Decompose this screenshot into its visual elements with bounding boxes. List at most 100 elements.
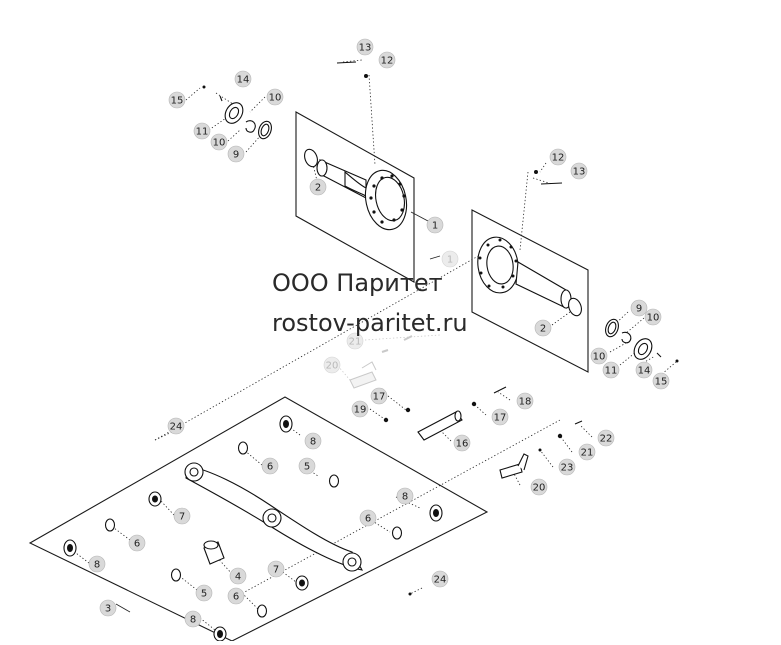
bearings-8 [63, 415, 443, 642]
callout-number: 8 [190, 615, 196, 626]
callout-13: 13 [570, 162, 588, 180]
callout-bubble [396, 487, 414, 505]
callout-number: 12 [552, 153, 565, 164]
callout-number: 23 [561, 463, 574, 474]
callout-4: 4 [229, 567, 247, 585]
callout-9: 9 [227, 145, 245, 163]
callout-13: 13 [356, 38, 374, 56]
callout-bubble [346, 332, 364, 350]
beam-3 [184, 462, 364, 572]
callout-bubble [534, 319, 552, 337]
callout-number: 7 [273, 565, 279, 576]
snap-ring-left [245, 120, 256, 133]
callout-bubble [530, 478, 548, 496]
callout-bubble [168, 91, 186, 109]
callout-17: 17 [370, 387, 388, 405]
callout-bubble [88, 555, 106, 573]
callout-11: 11 [602, 361, 620, 379]
pin-right-13 [540, 182, 563, 185]
callout-number: 20 [533, 483, 546, 494]
callout-16: 16 [453, 434, 471, 452]
callout-21: 21 [346, 332, 364, 350]
callout-bubble [597, 429, 615, 447]
callout-14: 14 [234, 70, 252, 88]
callout-6: 6 [359, 509, 377, 527]
callout-bubble [227, 587, 245, 605]
callout-6: 6 [261, 457, 279, 475]
callout-bubble [184, 610, 202, 628]
callout-bubble [234, 70, 252, 88]
callout-15: 15 [652, 372, 670, 390]
callout-23: 23 [558, 458, 576, 476]
callout-2: 2 [534, 319, 552, 337]
callout-bubble [578, 443, 596, 461]
callout-number: 22 [600, 434, 613, 445]
callout-20: 20 [323, 356, 341, 374]
callout-10: 10 [210, 133, 228, 151]
callout-14: 14 [635, 361, 653, 379]
callout-number: 17 [373, 392, 386, 403]
callout-22: 22 [597, 429, 615, 447]
callout-bubble [267, 560, 285, 578]
bolt-22 [574, 420, 583, 425]
callout-24: 24 [167, 417, 185, 435]
callout-10: 10 [590, 347, 608, 365]
lever-20-right [499, 453, 529, 479]
callout-number: 6 [365, 514, 371, 525]
callout-bubble [193, 122, 211, 140]
nut-17a [405, 407, 411, 413]
panel-right-stub-axle [471, 209, 589, 373]
faded-hardware [349, 335, 413, 389]
callout-bubble [298, 457, 316, 475]
callout-bubble [266, 88, 284, 106]
callout-number: 5 [304, 462, 310, 473]
callout-bubble [652, 372, 670, 390]
callout-1: 1 [441, 250, 459, 268]
callout-bubble [549, 148, 567, 166]
callout-17: 17 [491, 408, 509, 426]
stub-axle-right [477, 236, 572, 309]
callout-number: 19 [354, 405, 367, 416]
bolt-right-14 [656, 352, 662, 358]
callout-bubble [210, 133, 228, 151]
callout-21: 21 [578, 443, 596, 461]
stub-axle-left [316, 159, 408, 231]
callout-number: 10 [269, 93, 282, 104]
callout-bubble [630, 299, 648, 317]
callout-11: 11 [193, 122, 211, 140]
callout-number: 14 [638, 366, 651, 377]
callout-labels: 1122345566667788889910101010111112121313… [88, 38, 670, 628]
leader-lines [71, 59, 677, 631]
callout-7: 7 [173, 507, 191, 525]
rings-7 [148, 491, 309, 591]
callout-bubble [602, 361, 620, 379]
callout-8: 8 [304, 432, 322, 450]
callout-number: 5 [201, 589, 207, 600]
callout-number: 24 [434, 575, 447, 586]
callout-bubble [229, 567, 247, 585]
watermark-site: rostov-paritet.ru [272, 309, 468, 337]
callout-bubble [356, 38, 374, 56]
callout-number: 7 [179, 512, 185, 523]
callout-number: 11 [605, 366, 618, 377]
callout-8: 8 [184, 610, 202, 628]
snap-ring-right [621, 331, 632, 344]
callout-10: 10 [644, 308, 662, 326]
pin-left-13 [336, 61, 357, 64]
callout-bubble [635, 361, 653, 379]
callout-19: 19 [351, 400, 369, 418]
callout-bubble [323, 356, 341, 374]
callout-number: 15 [171, 96, 184, 107]
callout-number: 12 [381, 56, 394, 67]
callout-bubble [304, 432, 322, 450]
callout-1: 1 [426, 216, 444, 234]
callout-bubble [426, 216, 444, 234]
callout-number: 6 [233, 592, 239, 603]
callout-number: 17 [494, 413, 507, 424]
pin-18 [493, 386, 507, 394]
callout-8: 8 [88, 555, 106, 573]
callout-number: 10 [213, 138, 226, 149]
callout-number: 2 [315, 183, 321, 194]
